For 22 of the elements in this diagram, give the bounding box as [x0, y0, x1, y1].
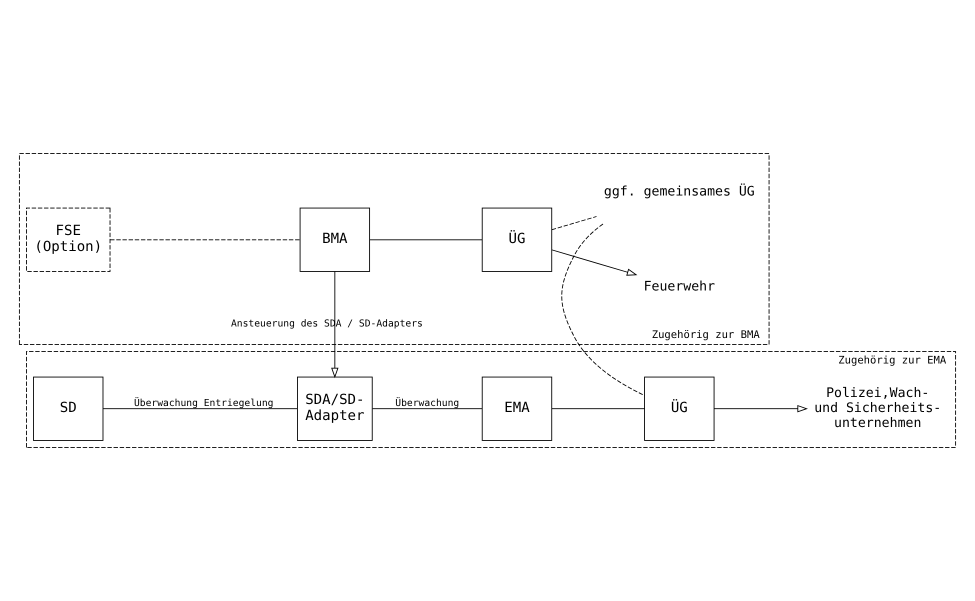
node-box: BMA — [300, 208, 370, 272]
connector — [369, 239, 482, 240]
arrow — [714, 405, 808, 412]
edge-label: Überwachung — [395, 398, 460, 409]
node-box: EMA — [482, 376, 552, 441]
node-box: FSE (Option) — [26, 208, 110, 272]
connector — [102, 408, 298, 410]
node-box: SDA/SD- Adapter — [297, 376, 373, 441]
connector — [551, 216, 597, 230]
arrow — [551, 249, 638, 276]
connector — [561, 224, 645, 396]
connector — [372, 408, 482, 410]
node-text: ggf. gemeinsames ÜG — [604, 184, 755, 200]
connector — [551, 408, 645, 410]
connector — [110, 239, 300, 240]
arrow — [331, 271, 339, 378]
node-box: ÜG — [644, 376, 715, 441]
node-box: SD — [33, 376, 104, 441]
node-text: Polizei,Wach- und Sicherheits- unternehmen — [814, 386, 942, 431]
node-text: Feuerwehr — [644, 279, 716, 294]
edge-label: Überwachung Entriegelung — [134, 398, 274, 409]
node-box: ÜG — [482, 208, 552, 272]
